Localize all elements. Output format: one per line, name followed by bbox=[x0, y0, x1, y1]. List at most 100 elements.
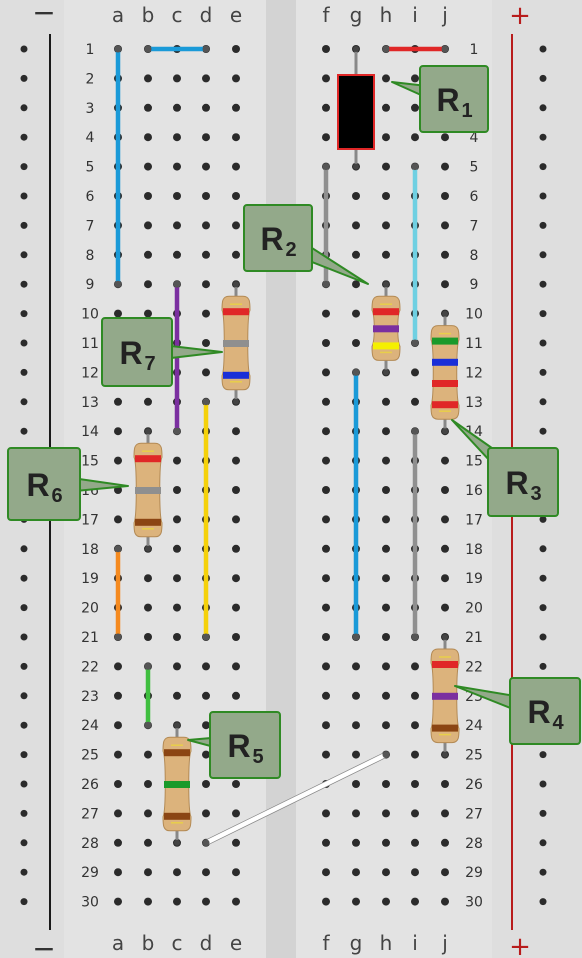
column-label-bottom: f bbox=[322, 931, 330, 955]
terminal-hole bbox=[202, 721, 210, 730]
terminal-hole bbox=[202, 339, 210, 347]
rail-hole bbox=[539, 662, 547, 670]
terminal-hole bbox=[322, 339, 330, 347]
callout-label: R bbox=[119, 335, 142, 371]
column-label-bottom: a bbox=[112, 931, 124, 955]
terminal-hole bbox=[382, 133, 390, 142]
terminal-hole bbox=[144, 633, 152, 641]
rail-hole bbox=[539, 310, 547, 318]
terminal-hole bbox=[352, 662, 360, 671]
terminal-hole bbox=[173, 456, 181, 465]
terminal-hole bbox=[411, 691, 419, 700]
terminal-hole bbox=[144, 897, 152, 906]
terminal-hole bbox=[232, 456, 240, 465]
rail-hole bbox=[539, 898, 547, 906]
terminal-hole bbox=[382, 633, 390, 641]
terminal-hole bbox=[173, 103, 181, 112]
rail-hole bbox=[539, 574, 547, 582]
terminal-hole bbox=[322, 838, 330, 847]
terminal-hole bbox=[232, 427, 240, 436]
rail-hole bbox=[539, 192, 547, 200]
terminal-hole bbox=[322, 74, 330, 83]
wire-end bbox=[144, 45, 152, 53]
terminal-hole bbox=[352, 309, 360, 318]
terminal-hole bbox=[441, 280, 449, 289]
callout-subscript: 7 bbox=[144, 353, 155, 375]
terminal-hole bbox=[202, 74, 210, 83]
resistor-band bbox=[373, 308, 399, 316]
terminal-hole bbox=[322, 750, 330, 759]
terminal-hole bbox=[382, 544, 390, 553]
terminal-hole bbox=[173, 691, 181, 700]
row-number-left: 20 bbox=[81, 601, 99, 617]
terminal-hole bbox=[411, 868, 419, 877]
row-number-right: 21 bbox=[465, 630, 483, 646]
rail-hole bbox=[539, 427, 547, 435]
row-number-right: 22 bbox=[465, 659, 483, 675]
terminal-hole bbox=[202, 868, 210, 877]
terminal-hole bbox=[202, 368, 210, 377]
wire-end bbox=[202, 839, 210, 847]
wire-end bbox=[173, 427, 181, 435]
rail-hole bbox=[20, 633, 28, 641]
terminal-hole bbox=[322, 809, 330, 818]
resistor-band bbox=[432, 724, 458, 732]
wire-end bbox=[144, 721, 152, 729]
terminal-hole bbox=[202, 280, 210, 289]
terminal-hole bbox=[114, 397, 122, 406]
terminal-hole bbox=[382, 74, 390, 83]
terminal-hole bbox=[232, 868, 240, 877]
terminal-hole bbox=[173, 633, 181, 641]
terminal-hole bbox=[232, 603, 240, 612]
terminal-hole bbox=[173, 515, 181, 524]
rail-hole bbox=[20, 192, 28, 200]
terminal-hole bbox=[144, 192, 152, 200]
resistor-band bbox=[223, 371, 249, 379]
resistor-pin bbox=[174, 839, 180, 846]
wire bbox=[203, 752, 389, 846]
terminal-hole bbox=[441, 133, 449, 142]
terminal-hole bbox=[382, 515, 390, 524]
column-label-top: a bbox=[112, 3, 124, 27]
column-label-top: i bbox=[412, 3, 418, 27]
terminal-hole bbox=[173, 192, 181, 200]
resistor-r2 bbox=[371, 281, 401, 376]
terminal-hole bbox=[411, 780, 419, 788]
rail-hole bbox=[20, 662, 28, 670]
terminal-hole bbox=[202, 780, 210, 788]
terminal-hole bbox=[114, 897, 122, 906]
terminal-hole bbox=[441, 192, 449, 200]
rail-hole bbox=[539, 809, 547, 817]
rail-hole bbox=[20, 74, 28, 82]
terminal-hole bbox=[352, 339, 360, 347]
terminal-hole bbox=[144, 603, 152, 612]
callout-subscript: 1 bbox=[461, 100, 472, 122]
column-label-bottom: i bbox=[412, 931, 418, 955]
rail-hole bbox=[539, 751, 547, 759]
terminal-hole bbox=[441, 250, 449, 259]
rail-hole bbox=[20, 692, 28, 700]
resistor-pin bbox=[442, 751, 448, 758]
row-number-left: 5 bbox=[86, 160, 95, 176]
rail-hole bbox=[20, 604, 28, 612]
terminal-hole bbox=[322, 633, 330, 641]
row-number-right: 30 bbox=[465, 895, 483, 911]
row-number-left: 28 bbox=[81, 836, 99, 852]
terminal-hole bbox=[202, 750, 210, 759]
column-label-bottom: g bbox=[350, 931, 363, 955]
terminal-hole bbox=[322, 427, 330, 436]
wire-end bbox=[202, 398, 210, 406]
terminal-hole bbox=[173, 544, 181, 553]
rail-hole bbox=[20, 221, 28, 229]
terminal-hole bbox=[411, 809, 419, 818]
callout-box-fill bbox=[246, 207, 310, 269]
terminal-hole bbox=[322, 574, 330, 583]
callout-subscript: 2 bbox=[285, 239, 296, 261]
terminal-hole bbox=[382, 868, 390, 877]
row-number-left: 9 bbox=[86, 277, 95, 293]
column-label-bottom: c bbox=[172, 931, 183, 955]
terminal-hole bbox=[173, 662, 181, 671]
resistor-band bbox=[135, 455, 161, 463]
rail-hole bbox=[20, 839, 28, 847]
